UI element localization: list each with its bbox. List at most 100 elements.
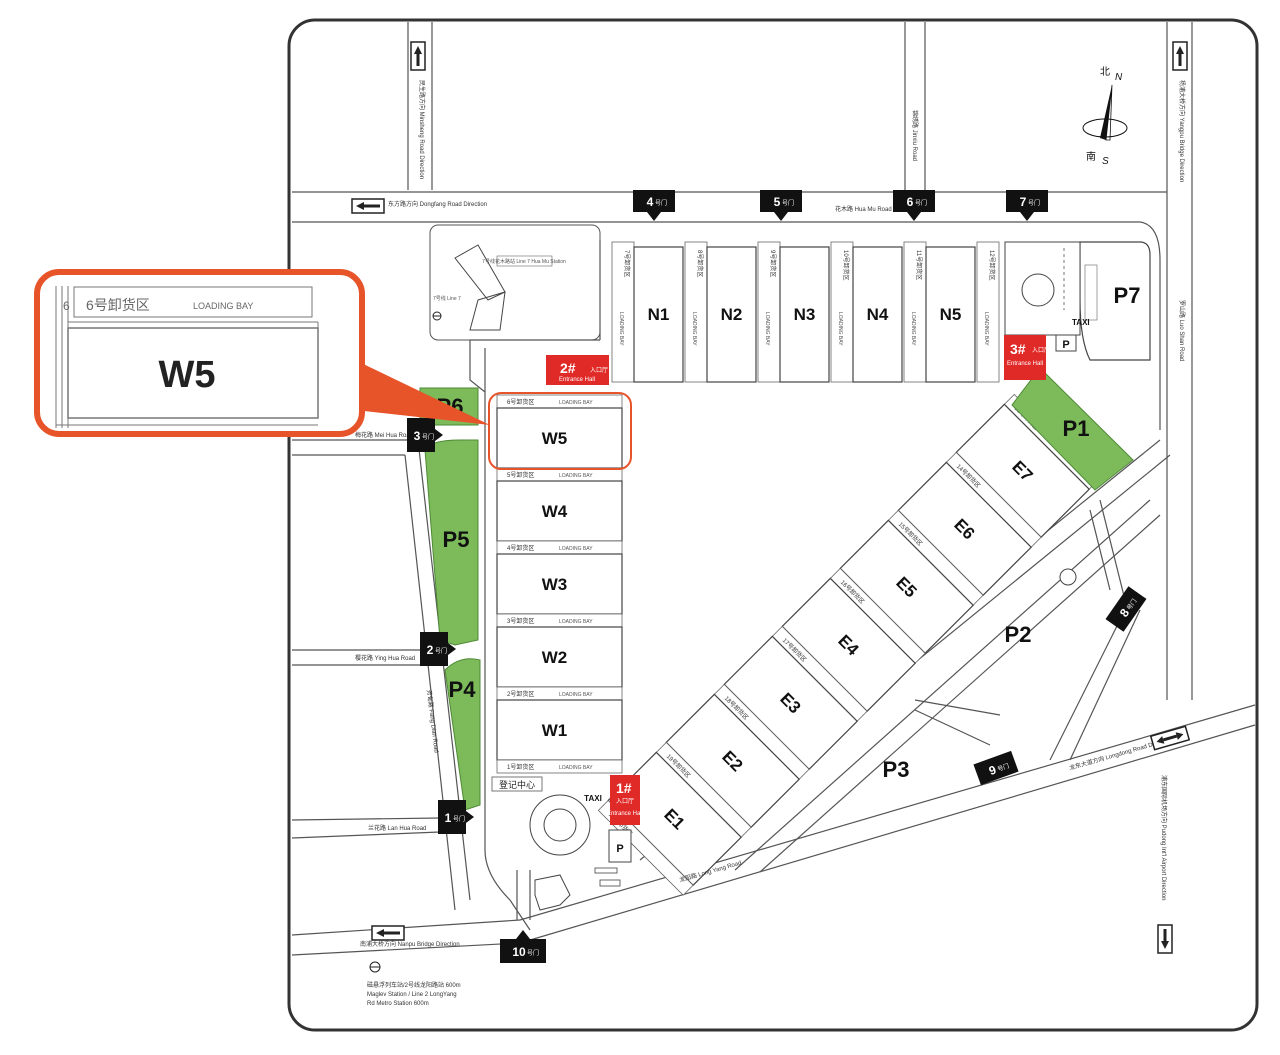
parking-p4-label: P4	[449, 677, 477, 702]
metro-block	[429, 224, 601, 341]
arrow-longdong-icon	[1149, 725, 1191, 751]
hall-w1	[496, 699, 623, 761]
svg-text:号门: 号门	[1028, 199, 1040, 207]
road-label-meihua: 梅花路 Mei Hua Road	[355, 431, 413, 439]
entrance-hall-3: 3# 入口厅 Entrance Hall	[1004, 335, 1050, 380]
maglev-note: 磁悬浮列车站/2号线龙阳路站 600m	[367, 981, 461, 989]
svg-text:北: 北	[1100, 66, 1110, 78]
zoom-hall-label: W5	[159, 354, 216, 396]
svg-text:5: 5	[774, 195, 781, 209]
metro-building	[454, 244, 506, 331]
road-label-minsheng: 民生路方向 Minsheng Road Direction	[418, 80, 426, 179]
loading-bay-label: 3号卸货区	[507, 617, 534, 625]
loading-bay-en: LOADING BAY	[837, 312, 843, 346]
svg-text:P: P	[1062, 339, 1069, 351]
zoom-bay-label: 6号卸货区	[86, 297, 150, 313]
w5-highlight-ring	[488, 392, 632, 470]
arrow-right-icon	[435, 429, 443, 441]
svg-text:4: 4	[647, 195, 654, 209]
parking-p1-label: P1	[1063, 416, 1090, 441]
arrow-up-yangpu-icon	[1172, 41, 1188, 71]
hall-w2	[496, 626, 623, 688]
svg-text:10: 10	[512, 945, 526, 959]
loading-bay-label: 2号卸货区	[507, 690, 534, 698]
svg-text:号门: 号门	[782, 199, 794, 207]
arrow-left-nanpu-icon	[371, 925, 405, 941]
vip-parking-south	[608, 829, 632, 863]
vip-parking-north	[1055, 334, 1077, 352]
svg-text:入口厅: 入口厅	[1032, 347, 1050, 354]
loading-bay-en: LOADING BAY	[618, 312, 624, 346]
line7-label: 7号线 Line 7	[433, 295, 461, 302]
hall-n3	[779, 246, 830, 383]
hall-n2	[706, 246, 757, 383]
road-label-dongfang: 东方路方向 Dongfang Road Direction	[388, 200, 487, 208]
maglev-note-en2: Rd Metro Station 600m	[367, 1001, 429, 1007]
loading-bay-label: 7号卸货区	[623, 250, 631, 277]
svg-text:1: 1	[445, 811, 452, 825]
svg-text:Entrance Hall: Entrance Hall	[607, 811, 643, 817]
hall-label: N5	[940, 305, 962, 324]
loading-bay-en: LOADING BAY	[559, 546, 593, 552]
svg-text:2: 2	[427, 643, 434, 657]
loading-bay-en: LOADING BAY	[559, 692, 593, 698]
svg-text:号门: 号门	[422, 433, 434, 441]
parking-p1	[1011, 367, 1134, 491]
hall-w4	[496, 480, 623, 542]
zoom-bay-en: LOADING BAY	[193, 301, 253, 311]
loading-bay-en: LOADING BAY	[559, 765, 593, 771]
hall-label: W3	[542, 575, 568, 594]
loading-bay-label: 12号卸货区	[988, 250, 996, 281]
arrow-left-dongfang-icon	[351, 198, 385, 214]
registration-label: 登记中心	[499, 779, 535, 790]
entrance-hall-1: 1# 入口厅 Entrance Hall	[607, 775, 643, 825]
p2-roundabout	[1059, 568, 1077, 586]
road-label-nanpu: 南浦大桥方向 Nanpu Bridge Direction	[360, 940, 460, 948]
gate-8: 8号门	[1105, 586, 1147, 632]
svg-text:6: 6	[907, 195, 914, 209]
registration-box	[491, 776, 543, 792]
arrow-down-airport-icon	[1157, 924, 1173, 954]
loading-bay-en: LOADING BAY	[559, 400, 593, 406]
svg-text:入口厅: 入口厅	[616, 798, 634, 805]
svg-text:Entrance Hall: Entrance Hall	[559, 377, 595, 383]
hall-w3	[496, 553, 623, 615]
arrow-right-icon	[448, 643, 456, 655]
road-label-yangpu: 杨浦大桥方向 Yangpu Bridge Direction	[1178, 80, 1186, 182]
hall-label: W2	[542, 648, 568, 667]
loading-bay-en: LOADING BAY	[559, 619, 593, 625]
hall-label: N2	[721, 305, 743, 324]
taxi-label-north: TAXI	[1072, 318, 1090, 327]
arrow-down-icon	[1020, 212, 1034, 221]
zoom-hall-number: 6	[63, 299, 70, 313]
hall-label: W1	[542, 721, 568, 740]
entrance-hall-2: 2# 入口厅 Entrance Hall	[546, 355, 609, 385]
arrow-down-icon	[774, 212, 788, 221]
gate-9: 9号门	[973, 750, 1019, 786]
loading-bay-label: 8号卸货区	[696, 250, 704, 277]
loading-bay-north	[976, 241, 1000, 383]
loading-bay-label: 5号卸货区	[507, 471, 534, 479]
zoom-callout-pointer	[355, 360, 490, 425]
hall-label: N1	[648, 305, 670, 324]
svg-text:2#: 2#	[560, 360, 576, 376]
svg-text:南: 南	[1086, 150, 1096, 163]
svg-text:7: 7	[1020, 195, 1027, 209]
svg-text:号门: 号门	[996, 762, 1010, 774]
arrow-up-minsheng-icon	[410, 41, 426, 71]
svg-text:入口厅: 入口厅	[590, 367, 608, 374]
hall-n5	[925, 246, 976, 383]
road-label-lanhua: 兰花路 Lan Hua Road	[368, 824, 426, 832]
svg-text:号门: 号门	[453, 815, 465, 823]
loading-bay-label: 6号卸货区	[507, 398, 534, 406]
